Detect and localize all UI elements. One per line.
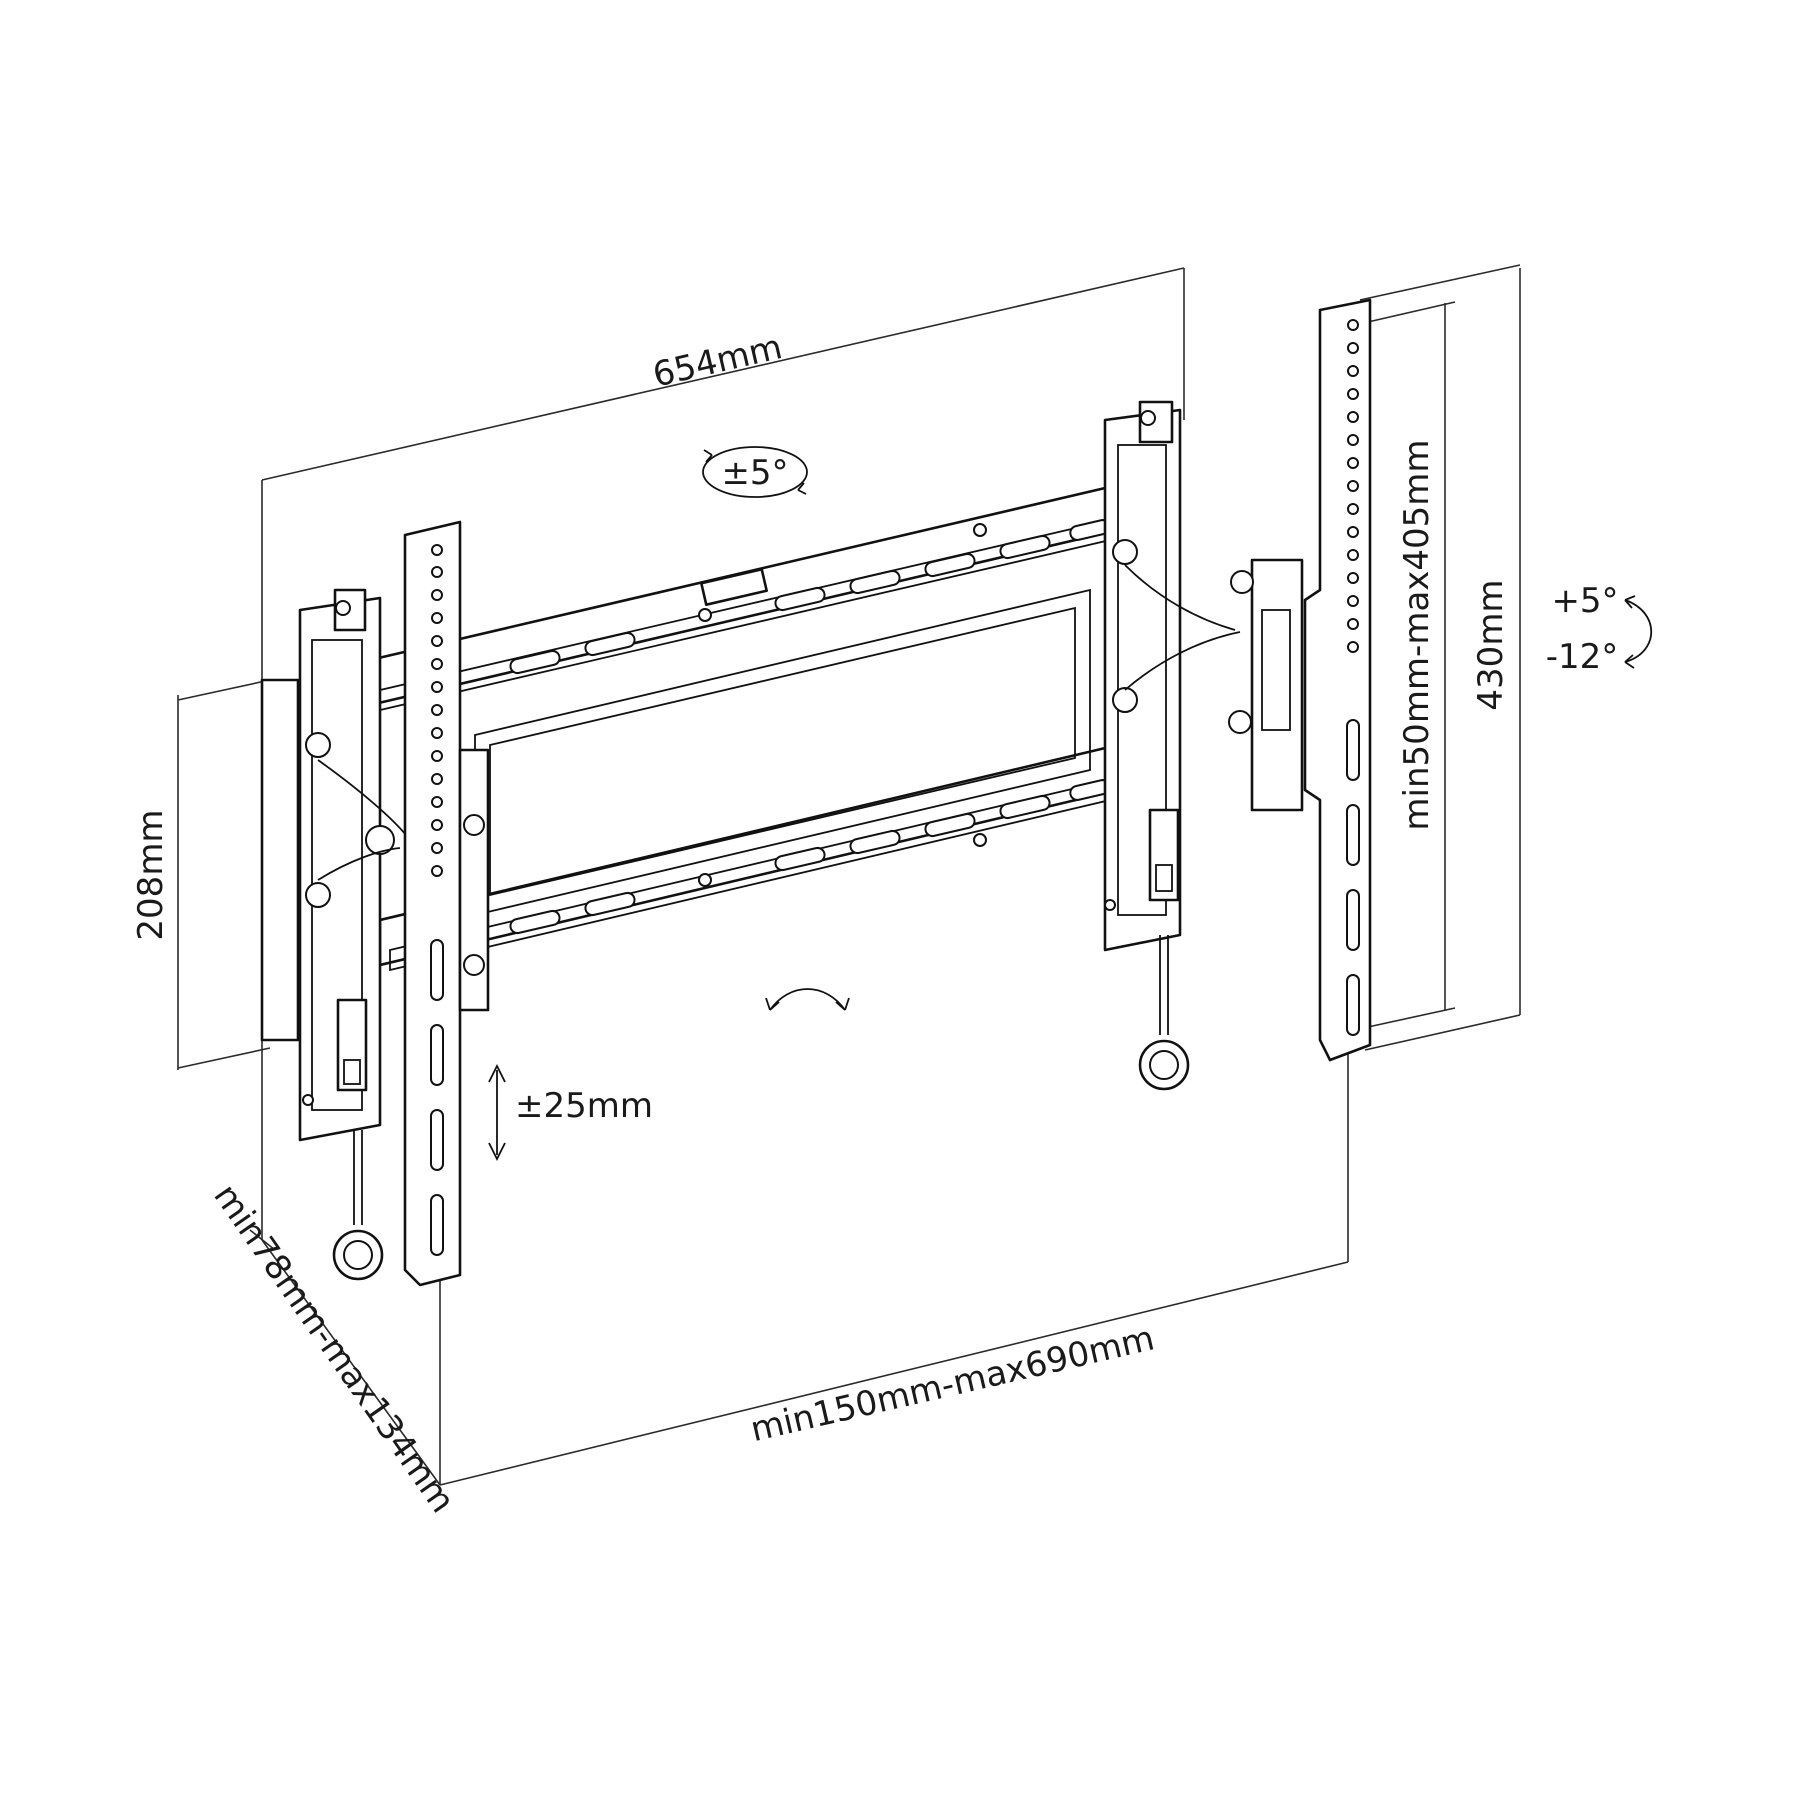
vertical-adjust-label: ±25mm: [515, 1086, 653, 1126]
width-total-label: 654mm: [649, 327, 786, 395]
vertical-adjust-arrow: [488, 1063, 506, 1162]
left-bracket-assembly: [260, 588, 411, 1281]
height-total-label: 430mm: [1471, 579, 1511, 710]
rail-slots-lower: [509, 779, 1111, 935]
tilt-down-label: -12°: [1546, 637, 1619, 677]
bottom-rotate-symbol: [765, 988, 850, 1011]
tilt-top-symbol: [702, 446, 808, 498]
right-tv-arm: [1228, 298, 1372, 1062]
tilt-side-symbol: [1624, 595, 1652, 669]
rail-slots-upper: [509, 519, 1111, 675]
tilt-up-label: +5°: [1551, 581, 1618, 621]
right-bracket-assembly: [1103, 400, 1241, 1091]
bracket-height-label: 208mm: [131, 809, 171, 940]
arm-height-label: min50mm-max405mm: [1397, 439, 1437, 830]
tilt-top-label: ±5°: [721, 453, 788, 493]
width-range-label: min150mm-max690mm: [747, 1318, 1158, 1450]
dimension-lines: [177, 264, 1521, 1486]
left-tv-arm: [403, 520, 490, 1287]
